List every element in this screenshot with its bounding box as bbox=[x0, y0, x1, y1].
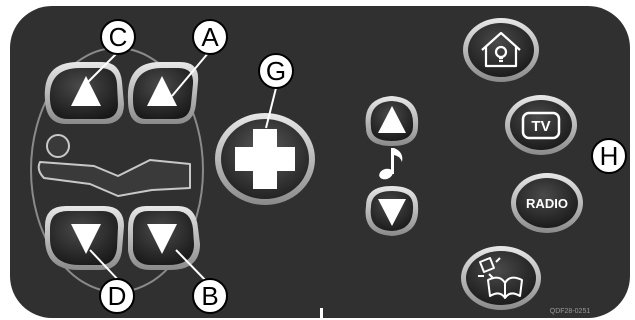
foot-up-button[interactable] bbox=[127, 62, 199, 124]
callout-g: G bbox=[258, 53, 294, 89]
foot-down-button[interactable] bbox=[128, 206, 200, 270]
callout-c: C bbox=[100, 19, 136, 55]
down-arrow-icon bbox=[71, 224, 101, 254]
radio-label: RADIO bbox=[526, 196, 568, 211]
tv-button[interactable]: TV bbox=[505, 95, 577, 155]
svg-text:C: C bbox=[109, 22, 128, 52]
callout-h: H bbox=[591, 138, 627, 174]
svg-text:G: G bbox=[266, 56, 286, 86]
tv-label: TV bbox=[531, 118, 550, 135]
nurse-call-button[interactable] bbox=[215, 113, 315, 205]
callout-a: A bbox=[192, 19, 228, 55]
svg-text:B: B bbox=[201, 281, 218, 311]
room-light-button[interactable] bbox=[463, 18, 539, 82]
house-light-icon bbox=[481, 31, 521, 68]
bed-person-icon bbox=[37, 134, 191, 197]
callout-d: D bbox=[99, 278, 135, 314]
tv-icon bbox=[521, 111, 561, 140]
figure-code: QDF28-0251 bbox=[550, 308, 591, 315]
svg-text:D: D bbox=[108, 281, 127, 311]
down-arrow-icon bbox=[147, 224, 177, 254]
reading-light-button[interactable] bbox=[461, 246, 541, 310]
head-up-button[interactable] bbox=[44, 62, 125, 124]
down-arrow-icon bbox=[378, 199, 406, 226]
reading-light-icon bbox=[478, 257, 523, 299]
plus-icon bbox=[235, 129, 295, 189]
svg-text:A: A bbox=[201, 22, 219, 52]
radio-button[interactable]: RADIO bbox=[511, 173, 583, 233]
panel-mark bbox=[320, 308, 323, 320]
head-down-button[interactable] bbox=[44, 206, 124, 270]
volume-down-button[interactable] bbox=[365, 186, 419, 236]
up-arrow-icon bbox=[71, 76, 101, 106]
svg-text:H: H bbox=[600, 141, 619, 171]
up-arrow-icon bbox=[147, 76, 177, 106]
music-note-icon bbox=[379, 148, 403, 180]
up-arrow-icon bbox=[378, 106, 406, 133]
volume-up-button[interactable] bbox=[365, 96, 419, 146]
callout-b: B bbox=[192, 278, 228, 314]
